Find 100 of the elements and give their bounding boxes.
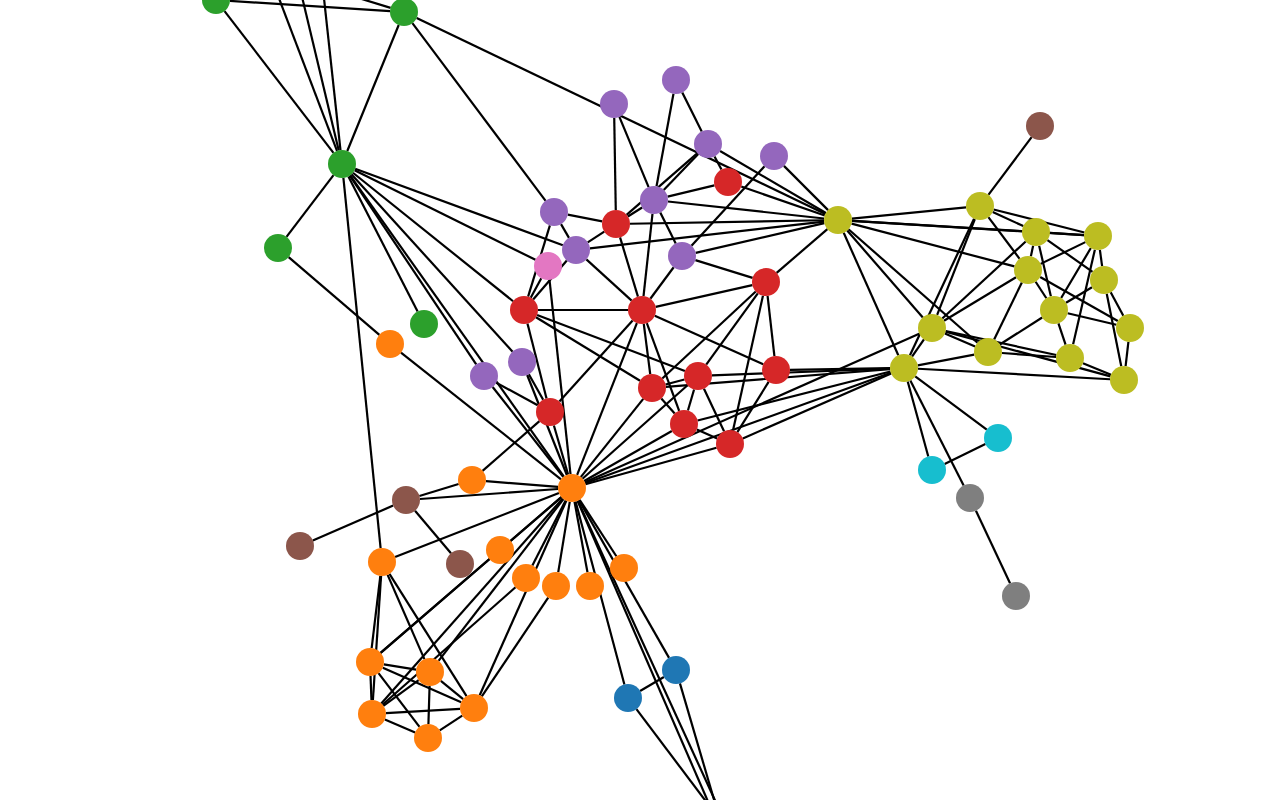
network-node [376, 330, 404, 358]
edge-line [342, 177, 382, 549]
edge-line [690, 165, 766, 247]
network-node [446, 550, 474, 578]
edge-line [527, 373, 545, 401]
edge-line [642, 213, 654, 297]
edge-line [379, 558, 491, 654]
network-node [562, 236, 590, 264]
network-node [390, 0, 418, 26]
edge-line [944, 332, 976, 348]
edge-line [382, 666, 462, 704]
edge-line [625, 152, 699, 216]
edge-line [627, 206, 643, 218]
edge-line [285, 174, 335, 238]
edge-line [440, 680, 464, 700]
edge-line [681, 92, 703, 132]
edge-line [742, 372, 892, 440]
edge-line [695, 222, 825, 254]
network-node [534, 252, 562, 280]
network-node [510, 296, 538, 324]
edge-line [320, 0, 342, 151]
network-node [1110, 366, 1138, 394]
network-node [1040, 296, 1068, 324]
network-node [662, 656, 690, 684]
edge-line [495, 381, 539, 407]
edge-line [480, 597, 550, 697]
network-node [460, 694, 488, 722]
edge-line [576, 322, 638, 476]
edge-line [581, 384, 689, 480]
edge-line [1057, 322, 1067, 346]
network-node [614, 684, 642, 712]
edge-line [384, 718, 416, 734]
network-node [640, 186, 668, 214]
edge-line [400, 351, 562, 481]
network-node [1026, 112, 1054, 140]
network-node [956, 484, 984, 512]
edge-line [993, 208, 1085, 234]
edge-line [437, 498, 565, 662]
network-node [328, 150, 356, 178]
edge-line [1001, 351, 1057, 359]
edge-line [1109, 291, 1125, 317]
edge-line [526, 323, 548, 399]
edge-line [974, 510, 1012, 584]
edge-line [1060, 247, 1092, 299]
network-node [368, 548, 396, 576]
network-node [628, 296, 656, 324]
edge-line [945, 330, 1111, 378]
edge-line [380, 497, 564, 705]
network-node [392, 486, 420, 514]
edge-line [381, 586, 517, 706]
edge-line [585, 446, 717, 486]
edge-line [478, 500, 568, 696]
edge-line [702, 388, 726, 432]
edge-line [909, 380, 965, 486]
edge-line [585, 258, 633, 302]
edge-line [558, 319, 634, 403]
edge-line [385, 707, 461, 715]
edge-line [665, 368, 891, 388]
edge-line [312, 504, 394, 542]
network-node [1090, 266, 1118, 294]
edge-line [347, 175, 419, 313]
edge-line [659, 212, 677, 244]
edge-line [639, 676, 665, 692]
edge-line [388, 573, 468, 697]
edge-line [992, 210, 1024, 228]
edge-line [1072, 249, 1096, 345]
network-node [470, 362, 498, 390]
edge-line [736, 381, 770, 433]
network-node [918, 314, 946, 342]
network-node [1056, 344, 1084, 372]
edge-line [846, 229, 924, 319]
edge-line [578, 499, 618, 557]
edge-line [485, 480, 559, 488]
edge-line [354, 169, 536, 261]
edge-line [842, 232, 900, 356]
edge-line [223, 10, 335, 154]
edge-line [531, 499, 567, 567]
edge-line [1049, 231, 1085, 237]
edge-line [911, 338, 925, 358]
edge-line [695, 259, 753, 279]
network-node [918, 456, 946, 484]
network-node [638, 374, 666, 402]
network-node [714, 168, 742, 196]
edge-line [354, 167, 564, 247]
edge-line [665, 378, 685, 386]
edge-line [382, 679, 420, 707]
edge-line [1124, 341, 1130, 367]
network-node [542, 572, 570, 600]
edge-line [350, 173, 514, 353]
edge-line [1029, 245, 1035, 257]
edge-line [1098, 249, 1104, 267]
network-node [512, 564, 540, 592]
edge-line [719, 150, 827, 214]
edge-line [697, 370, 891, 422]
edge-line [526, 374, 568, 476]
network-node [600, 90, 628, 118]
edge-line [783, 165, 829, 211]
edge-line [618, 116, 650, 188]
network-node [670, 410, 698, 438]
edge-line [655, 93, 675, 187]
